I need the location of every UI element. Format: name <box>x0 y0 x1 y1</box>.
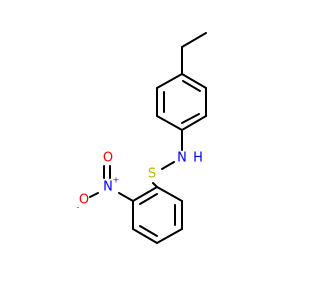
ring-bottom-bond-1 <box>156 186 183 202</box>
aryl-ring-bottom <box>132 186 183 244</box>
ring-bottom-double-3 <box>139 193 158 205</box>
ring-top-bond-3 <box>181 115 207 131</box>
aryl-ring-top <box>156 73 207 131</box>
nitro-group-bonds <box>89 165 134 202</box>
chemical-structure: N H S N + O O - <box>77 32 207 244</box>
ring-bottom-double-2 <box>139 225 158 237</box>
ring-top-bond-4 <box>156 115 183 131</box>
nitrogen-amine-label: N <box>177 151 187 166</box>
oxygen-negative-charge: - <box>77 203 80 212</box>
ring-bottom-bond-4 <box>132 228 158 244</box>
bond-nitrogen-sulfur <box>161 161 175 170</box>
ring-top-double-1 <box>182 80 201 92</box>
nitrogen-nitro-label: N <box>103 180 113 195</box>
ring-bottom-bond-3 <box>156 228 183 244</box>
oxygen-double-label: O <box>103 151 113 166</box>
oxygen-single-label: O <box>79 193 89 208</box>
nitro-positive-charge: + <box>113 176 120 185</box>
bond-ch3-ch2 <box>181 32 207 48</box>
bond-ring-nitro <box>118 192 134 202</box>
ring-top-bond-6 <box>156 73 183 89</box>
atom-labels: N H S N + O O - <box>77 151 203 212</box>
hydrogen-amine-label: H <box>193 151 203 166</box>
ethyl-group <box>181 32 207 75</box>
bond-nitro-oxygen-single <box>89 192 99 198</box>
ring-top-bond-1 <box>181 73 207 89</box>
ring-top-double-2 <box>181 113 200 124</box>
ring-bottom-bond-6 <box>132 186 158 202</box>
sulfur-label: S <box>148 167 156 182</box>
